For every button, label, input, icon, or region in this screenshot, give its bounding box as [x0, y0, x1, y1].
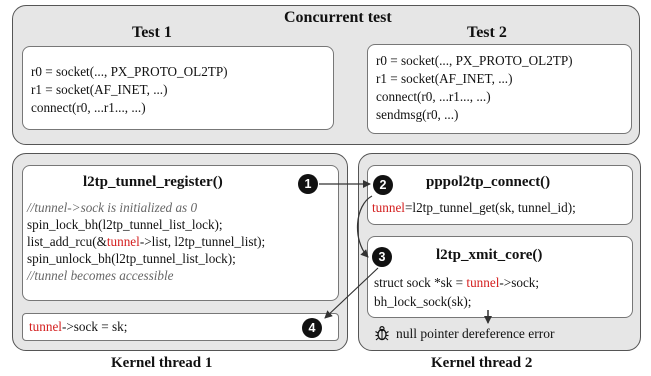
xmit-core-box: l2tp_xmit_core() struct sock *sk = tunne…: [367, 236, 633, 318]
concurrent-test-title: Concurrent test: [284, 9, 392, 26]
list-add-line: list_add_rcu(&tunnel->list, l2tp_tunnel_…: [27, 233, 265, 251]
comment-accessible: //tunnel becomes accessible: [27, 268, 174, 283]
test1-label: Test 1: [132, 24, 172, 41]
tunnel-var: tunnel: [106, 234, 140, 249]
test2-line: connect(r0, ...r1..., ...): [376, 89, 491, 104]
test2-label: Test 2: [467, 24, 507, 41]
step-badge-3: 3: [372, 247, 392, 267]
xmit-core-func: l2tp_xmit_core(): [436, 247, 543, 263]
list-add-pre: list_add_rcu(&: [27, 234, 107, 249]
step-badge-2: 2: [373, 175, 393, 195]
tunnel-get-line: tunnel=l2tp_tunnel_get(sk, tunnel_id);: [372, 199, 576, 217]
test2-box: r0 = socket(..., PX_PROTO_OL2TP) r1 = so…: [367, 44, 632, 134]
list-add-post: ->list, l2tp_tunnel_list);: [139, 234, 266, 249]
assign-post: ->sock = sk;: [61, 319, 128, 334]
test2-line: r0 = socket(..., PX_PROTO_OL2TP): [376, 53, 573, 68]
tunnel-register-box: l2tp_tunnel_register() //tunnel->sock is…: [22, 165, 339, 301]
tunnel-sock-assign-box: tunnel->sock = sk;: [22, 313, 339, 341]
tunnel-var: tunnel: [29, 319, 62, 334]
tunnel-register-func: l2tp_tunnel_register(): [83, 174, 223, 190]
assign-line: tunnel->sock = sk;: [29, 318, 127, 336]
step-badge-4: 4: [302, 318, 322, 338]
spin-lock-line: spin_lock_bh(l2tp_tunnel_list_lock);: [27, 217, 223, 232]
spin-unlock-line: spin_unlock_bh(l2tp_tunnel_list_lock);: [27, 251, 236, 266]
kernel-thread-2-label: Kernel thread 2: [431, 355, 533, 371]
test1-line: r0 = socket(..., PX_PROTO_OL2TP): [31, 64, 228, 79]
arrow-step2-to-step3: [356, 195, 373, 258]
pppol2tp-connect-func: pppol2tp_connect(): [426, 174, 551, 190]
arrow-step3-to-step4: [324, 267, 379, 319]
step-badge-1: 1: [298, 174, 318, 194]
test1-line: r1 = socket(AF_INET, ...): [31, 82, 168, 97]
comment-initialized: //tunnel->sock is initialized as 0: [27, 200, 198, 215]
test1-box: r0 = socket(..., PX_PROTO_OL2TP) r1 = so…: [22, 46, 334, 130]
struct-sock-line: struct sock *sk = tunnel->sock;: [374, 274, 539, 292]
bug-icon: [375, 325, 389, 341]
test2-line: r1 = socket(AF_INET, ...): [376, 71, 513, 86]
tunnel-get-post: =l2tp_tunnel_get(sk, tunnel_id);: [404, 200, 576, 215]
null-pointer-error: null pointer dereference error: [396, 326, 555, 341]
tunnel-var: tunnel: [372, 200, 405, 215]
bh-lock-line: bh_lock_sock(sk);: [374, 294, 472, 309]
struct-sock-pre: struct sock *sk =: [374, 275, 467, 290]
struct-sock-post: ->sock;: [499, 275, 540, 290]
kernel-thread-1-label: Kernel thread 1: [111, 355, 213, 371]
pppol2tp-connect-box: pppol2tp_connect() tunnel=l2tp_tunnel_ge…: [367, 165, 633, 225]
test1-line: connect(r0, ...r1..., ...): [31, 100, 146, 115]
test2-line: sendmsg(r0, ...): [376, 107, 459, 122]
tunnel-var: tunnel: [466, 275, 500, 290]
